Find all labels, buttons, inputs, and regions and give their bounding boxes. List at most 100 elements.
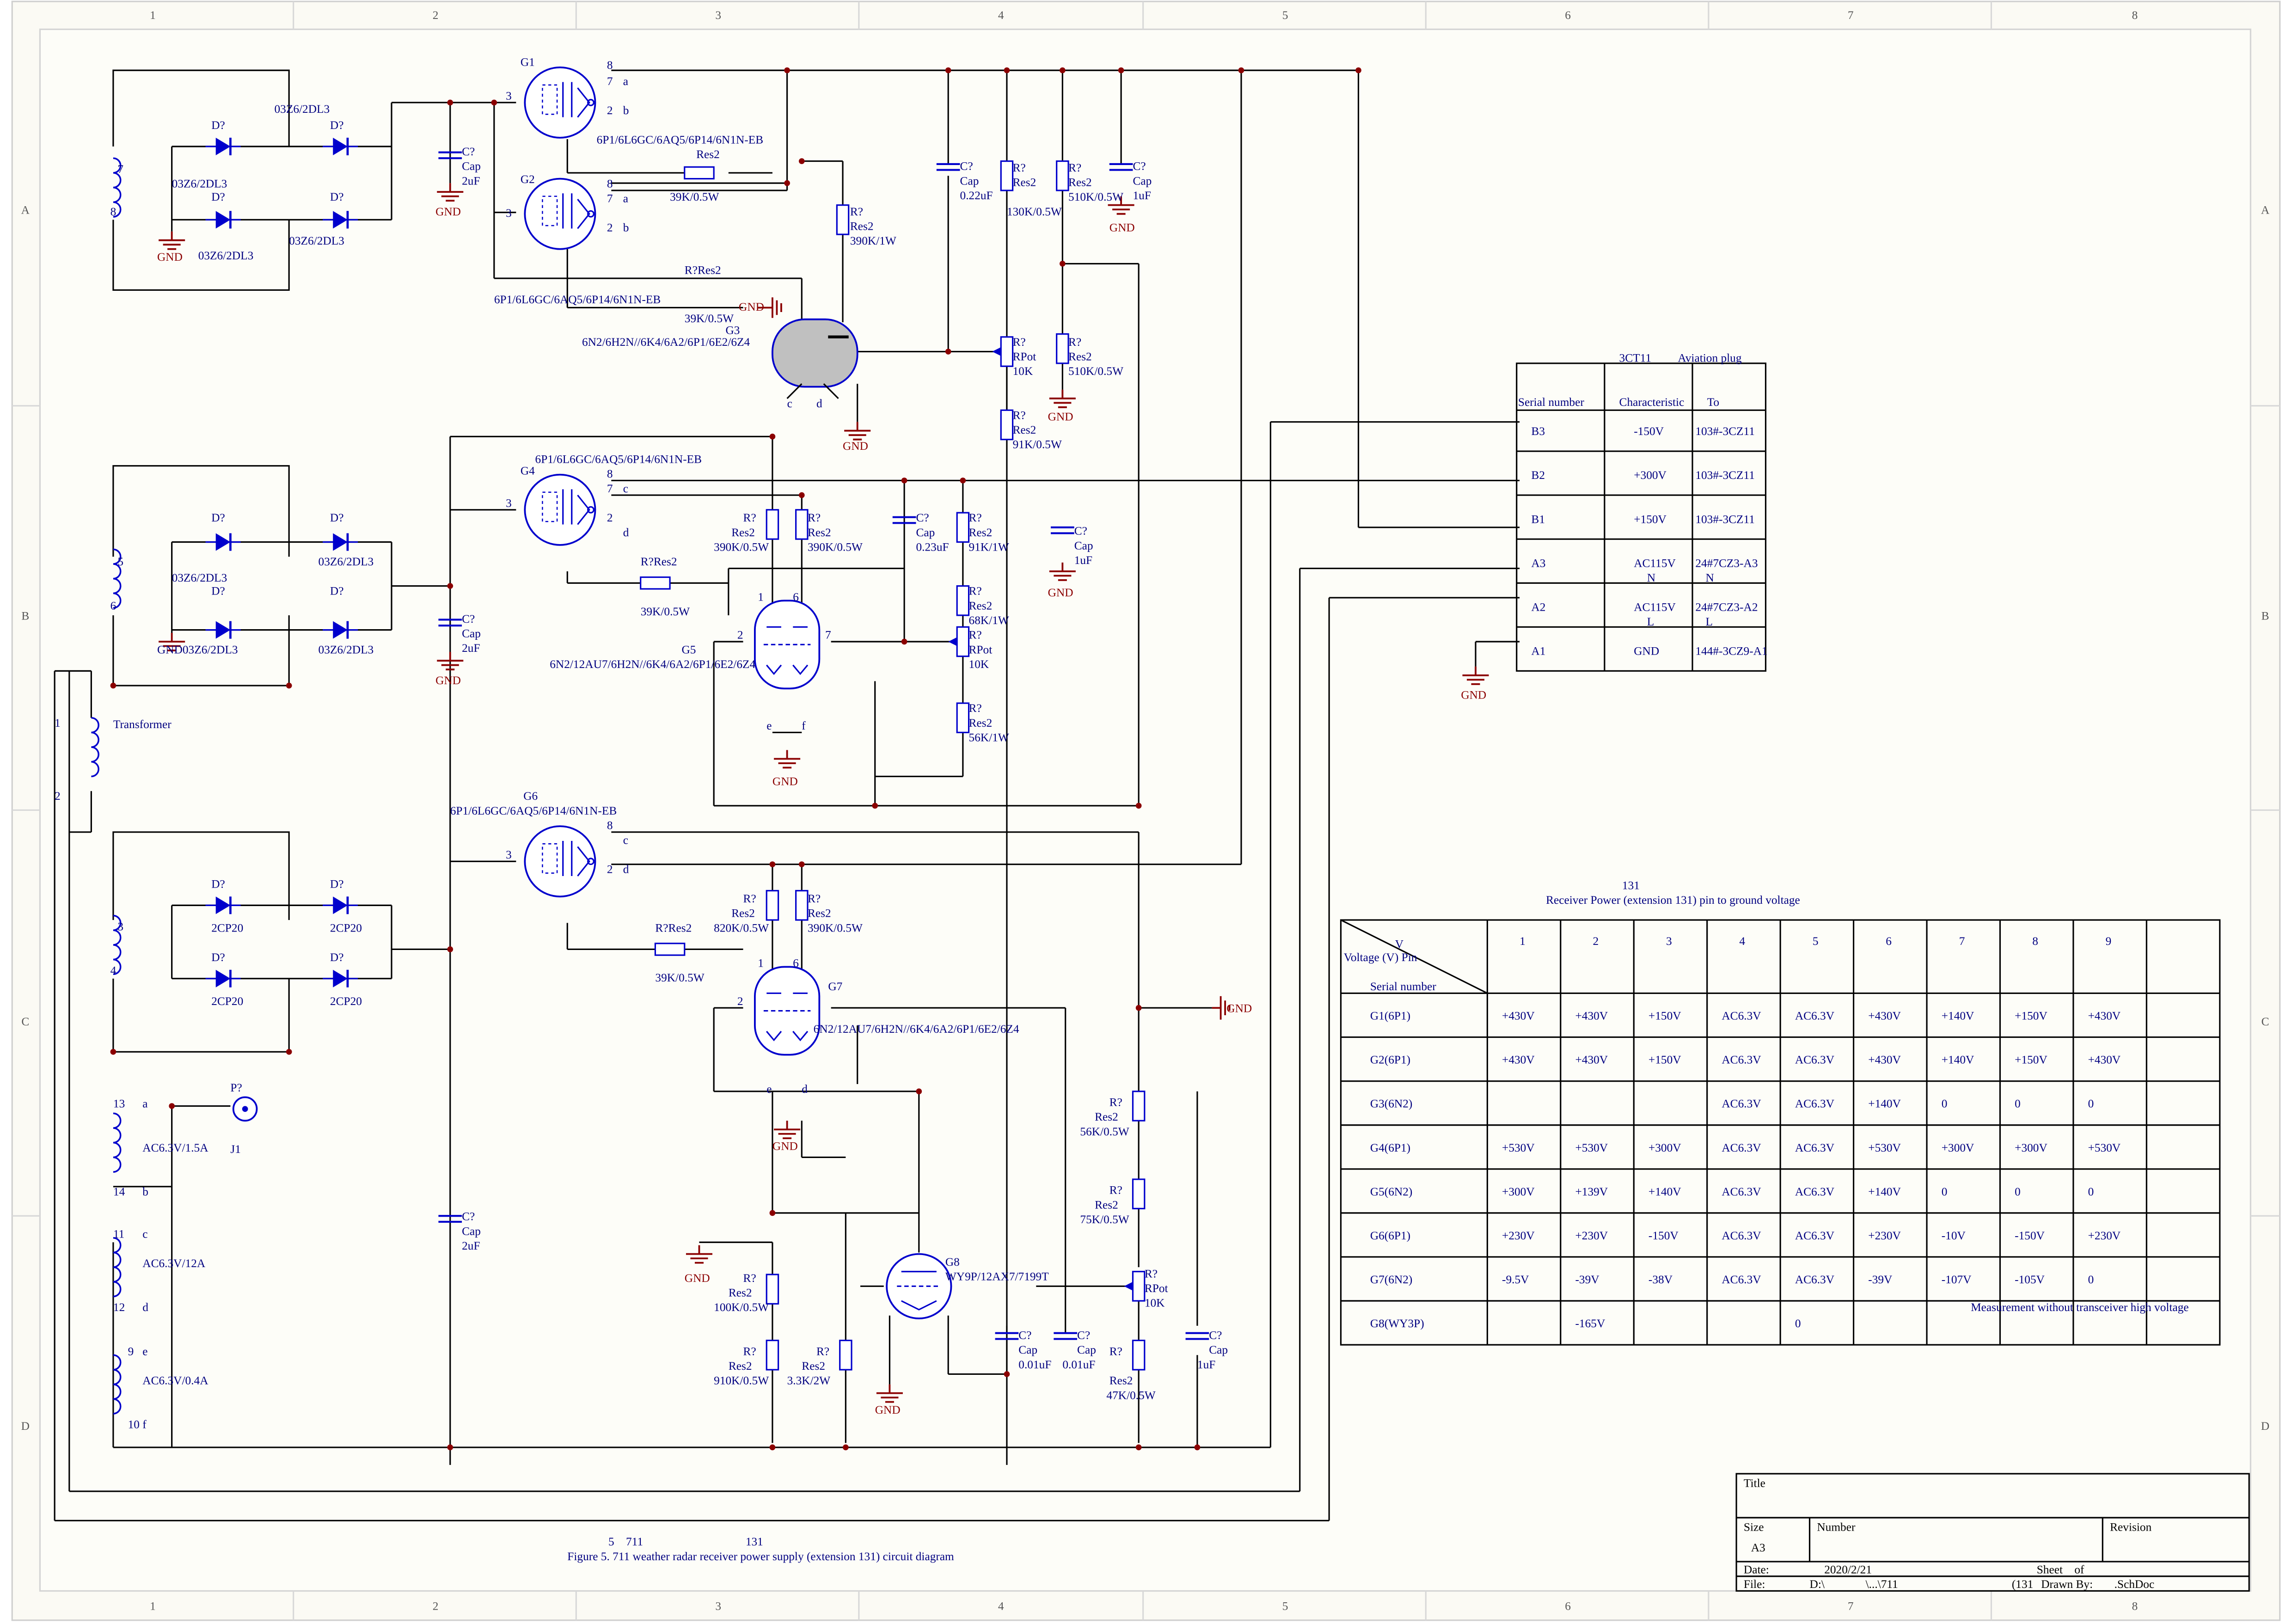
res-value: 47K/0.5W (1106, 1389, 1155, 1402)
res-type: Res2 (1109, 1374, 1133, 1387)
pin-label: 3 (117, 920, 123, 933)
voltage-cell: AC6.3V (1795, 1229, 1835, 1242)
plug-pin: B3 (1531, 425, 1545, 438)
voltage-cell: -107V (1942, 1273, 1972, 1286)
res-ref: R? (816, 1345, 829, 1358)
plug-to: L (1706, 615, 1713, 628)
voltage-cell: +139V (1575, 1185, 1608, 1198)
voltage-cell: +300V (1502, 1185, 1535, 1198)
voltage-cell: +150V (1649, 1010, 1681, 1023)
res-type: Res2 (808, 526, 831, 539)
gnd-label: GND (739, 300, 764, 313)
tube-g4-part: 6P1/6L6GC/6AQ5/6P14/6N1N-EB (535, 453, 702, 466)
pin-label: 2 (55, 790, 61, 803)
res-value: 100K/0.5W (714, 1301, 769, 1314)
caption: Figure 5. 711 weather radar receiver pow… (567, 1550, 954, 1563)
res-value: 390K/1W (850, 234, 896, 247)
diode-part: 03Z6/2DL3 (319, 643, 374, 656)
voltage-table-num: 131 (1622, 879, 1640, 892)
voltage-cell: AC6.3V (1722, 1185, 1761, 1198)
res-value: 910K/0.5W (714, 1374, 769, 1387)
res-value: 75K/0.5W (1080, 1213, 1129, 1226)
row-label: D (21, 1420, 30, 1433)
voltage-row-name: G6(6P1) (1370, 1229, 1410, 1242)
res-value: 390K/0.5W (808, 921, 863, 934)
resistor (1132, 1091, 1146, 1121)
cap-type: Cap (1209, 1343, 1228, 1356)
gnd-label: GND (1461, 689, 1486, 702)
voltage-cell: AC6.3V (1795, 1185, 1835, 1198)
date-value: 2020/2/21 (1824, 1563, 1872, 1576)
voltage-cell: +150V (2015, 1054, 2047, 1066)
voltage-cell: +530V (2088, 1141, 2121, 1154)
diode-ref: D? (211, 951, 225, 964)
row-label: A (2261, 204, 2270, 217)
pot-value: 10K (1013, 365, 1033, 378)
voltage-cell: +140V (1868, 1097, 1901, 1110)
tube-pin: 3 (506, 207, 512, 220)
resistor (956, 585, 970, 616)
tube-pin: 6 (793, 590, 799, 603)
ac-label: AC6.3V/12A (142, 1257, 206, 1270)
voltage-cell: +430V (1868, 1010, 1901, 1023)
tube-pin: 7 (607, 482, 613, 495)
transformer-label: Transformer (113, 718, 172, 731)
plug-header: To (1707, 396, 1719, 409)
tube-pin: d (623, 863, 629, 876)
res-type: Res2 (808, 907, 831, 920)
tube-g7-ref: G7 (828, 980, 842, 993)
file-label: File: (1744, 1578, 1765, 1591)
wire-label: e (142, 1345, 147, 1358)
plug-char: L (1647, 615, 1654, 628)
pot-type: RPot (969, 643, 993, 656)
resistor (795, 509, 809, 540)
diode-ref: D? (211, 190, 225, 203)
tube-g5 (754, 600, 821, 690)
row-label: D (2261, 1420, 2269, 1433)
res-ref: R? (1013, 161, 1026, 174)
res-ref: R? (1068, 161, 1081, 174)
diode-part: 2CP20 (330, 995, 362, 1008)
gnd-label: GND (1109, 221, 1135, 234)
voltage-cell: +300V (2015, 1141, 2047, 1154)
plug-to: 24#7CZ3-A3 (1695, 557, 1758, 570)
pin-label: 4 (110, 964, 116, 977)
cap-value: 1uF (1074, 554, 1092, 567)
connector-j1[interactable] (232, 1096, 258, 1122)
voltage-cell: AC6.3V (1722, 1229, 1761, 1242)
diode-ref: D? (330, 511, 344, 524)
res-type: Res2 (1013, 176, 1036, 189)
plug-char: GND (1634, 645, 1659, 658)
cap-type: Cap (1018, 1343, 1037, 1356)
ground-labels: GND GND GND GND GND GND GND GND GND GND … (157, 205, 1486, 1416)
voltage-row-name: G8(WY3P) (1370, 1317, 1424, 1330)
tube-pin: 1 (758, 590, 764, 603)
resistor (1132, 1178, 1146, 1209)
cap-type: Cap (960, 174, 979, 187)
voltage-cell: -39V (1575, 1273, 1599, 1286)
tube-pin: a (623, 192, 628, 205)
col-label: 8 (2132, 9, 2138, 22)
resistor (956, 512, 970, 543)
col-label: 8 (2132, 1600, 2138, 1613)
res-value: 56K/0.5W (1080, 1125, 1129, 1138)
voltage-cell: +140V (1649, 1185, 1681, 1198)
tube-pin: b (623, 221, 629, 234)
row-label: C (2261, 1015, 2269, 1028)
wire-label: 11 (113, 1228, 124, 1241)
gnd-label: GND (772, 1140, 798, 1153)
connector-name: J1 (230, 1143, 241, 1156)
res-ref: R? (743, 511, 756, 524)
voltage-cell: 0 (2015, 1097, 2021, 1110)
tube-g6-ref: G6 (523, 790, 538, 803)
pin-label: 1 (55, 717, 61, 729)
tube-pin: d (623, 526, 629, 539)
col-label: 6 (1565, 9, 1571, 22)
res-ref: R? (969, 511, 982, 524)
cap-type: Cap (1074, 539, 1093, 552)
voltage-cell: 0 (2088, 1185, 2094, 1198)
file-tail: (131 (2012, 1578, 2033, 1591)
diode-part: 03Z6/2DL3 (274, 103, 330, 116)
row-label: B (2261, 609, 2269, 622)
title-block: Title Size A3 Number Revision Date: 2020… (1735, 1473, 2250, 1592)
